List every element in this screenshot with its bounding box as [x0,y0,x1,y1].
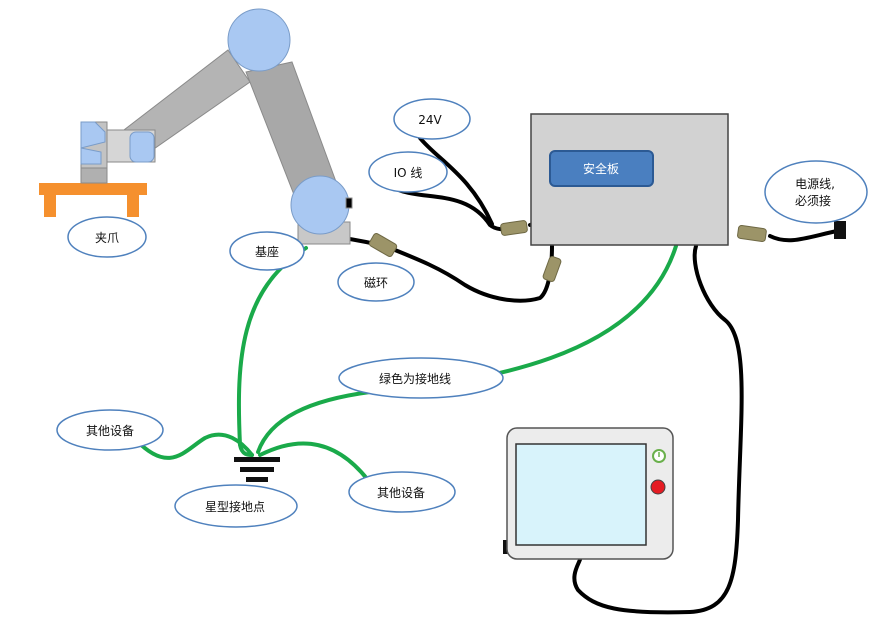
table-leg-right [127,195,139,217]
table-leg-left [44,195,56,217]
ground-symbol-icon [234,457,280,482]
bubble-ground-note [338,357,504,399]
bubble-gripper [67,216,147,258]
pendant-screen [515,443,647,546]
bubble-24v [393,98,471,140]
power-line-label-1: 电源线, [795,177,835,191]
safety-board-label: 安全板 [583,161,619,176]
teach-pendant [503,427,674,560]
star-ground-label: 星型接地点 [205,499,265,514]
ground-wire-right-device [258,441,370,482]
other-device-left-label: 其他设备 [86,424,134,438]
gripper-finger-top [80,121,106,149]
v24-label: 24V [418,113,442,127]
ferrite-rings [368,220,767,282]
label-bubbles [56,98,868,528]
gripper-finger-bottom [80,147,102,165]
ferrite-ring-bottom [542,256,562,282]
elbow-joint [227,8,291,72]
bubble-star-ground [174,484,298,528]
ground-wire-base [236,246,308,457]
bubble-other-right [348,471,456,513]
power-plug [834,221,846,239]
ferrite-ring-robot [368,233,398,257]
ferrite-ring-power [737,224,767,242]
gripper-joint [129,131,155,163]
ferrite-ring-io [500,220,528,236]
io-line-label: IO 线 [394,166,423,180]
cable-power [768,228,844,243]
cable-pendant [572,244,744,615]
bubble-other-left [56,409,164,451]
gripper-label: 夹爪 [95,231,119,245]
label-texts: 夹爪 基座 磁环 24V IO 线 电源线, 必须接 绿色为接地线 其他设备 其… [86,113,835,514]
gripper-plate [80,167,108,184]
other-device-right-label: 其他设备 [377,486,425,500]
cable-24v [418,136,494,226]
base-connector [345,197,353,209]
ground-note-label: 绿色为接地线 [379,371,451,386]
bubble-ferrite [337,262,415,302]
bubble-io [368,151,448,193]
control-box: 安全板 [530,113,729,246]
robot-arm [80,8,353,245]
table-top [39,183,147,195]
shoulder-joint [290,175,350,235]
ground-wire-control-box [256,244,678,454]
base-label: 基座 [255,244,279,259]
power-line-label-2: 必须接 [795,193,831,208]
emergency-stop-button [650,479,666,495]
table [39,183,147,217]
ferrite-label: 磁环 [364,275,388,290]
bubble-power [764,160,868,224]
bubble-base [229,231,305,271]
safety-board [549,150,654,187]
ground-wire-left-device [134,432,254,460]
